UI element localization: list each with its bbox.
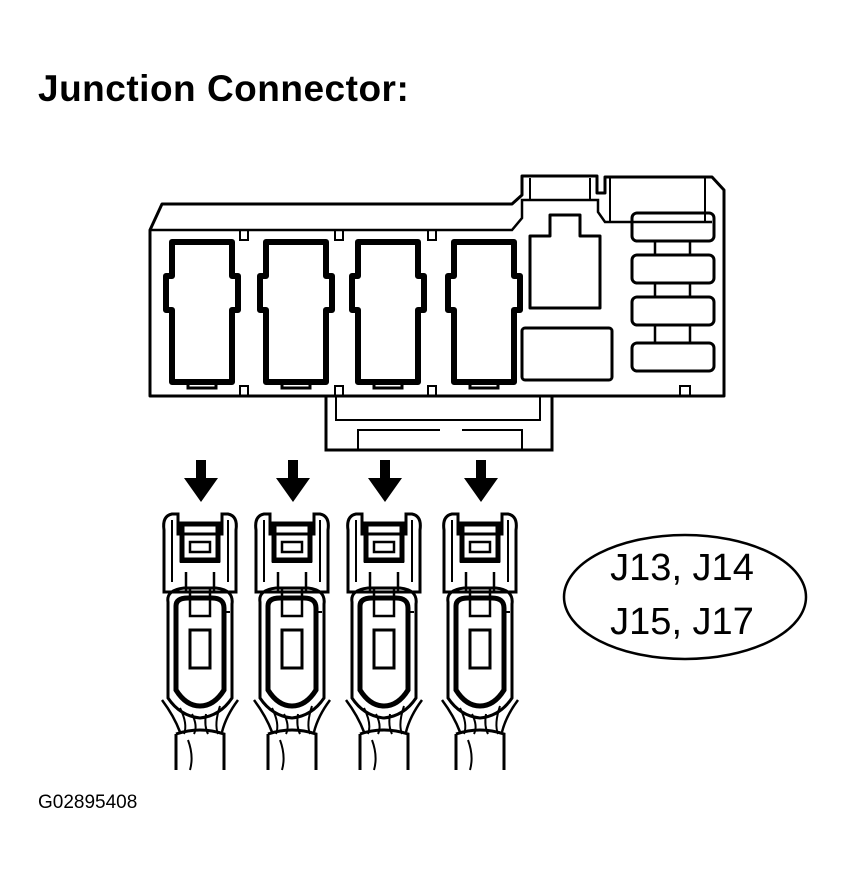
page-title: Junction Connector:: [38, 68, 410, 109]
down-arrow-icon: [368, 460, 402, 502]
down-arrow-icon: [464, 460, 498, 502]
down-arrow-icon: [184, 460, 218, 502]
terminal-pin-icon: [162, 514, 238, 770]
connector-id-line-2: J15, J17: [610, 601, 754, 643]
down-arrow-icon: [276, 460, 310, 502]
connector-id-line-1: J13, J14: [610, 547, 754, 589]
cavity-3: [352, 242, 424, 388]
terminal-pin-icon: [346, 514, 422, 770]
cavity-1: [166, 242, 238, 388]
cavity-2: [260, 242, 332, 388]
cavity-4: [448, 242, 520, 388]
terminal-pin-icon: [254, 514, 330, 770]
terminal-pin-icon: [442, 514, 518, 770]
connector-id-callout: J13, J14 J15, J17: [562, 533, 808, 661]
figure-code: G02895408: [38, 792, 138, 813]
connector-housing: [148, 174, 726, 452]
